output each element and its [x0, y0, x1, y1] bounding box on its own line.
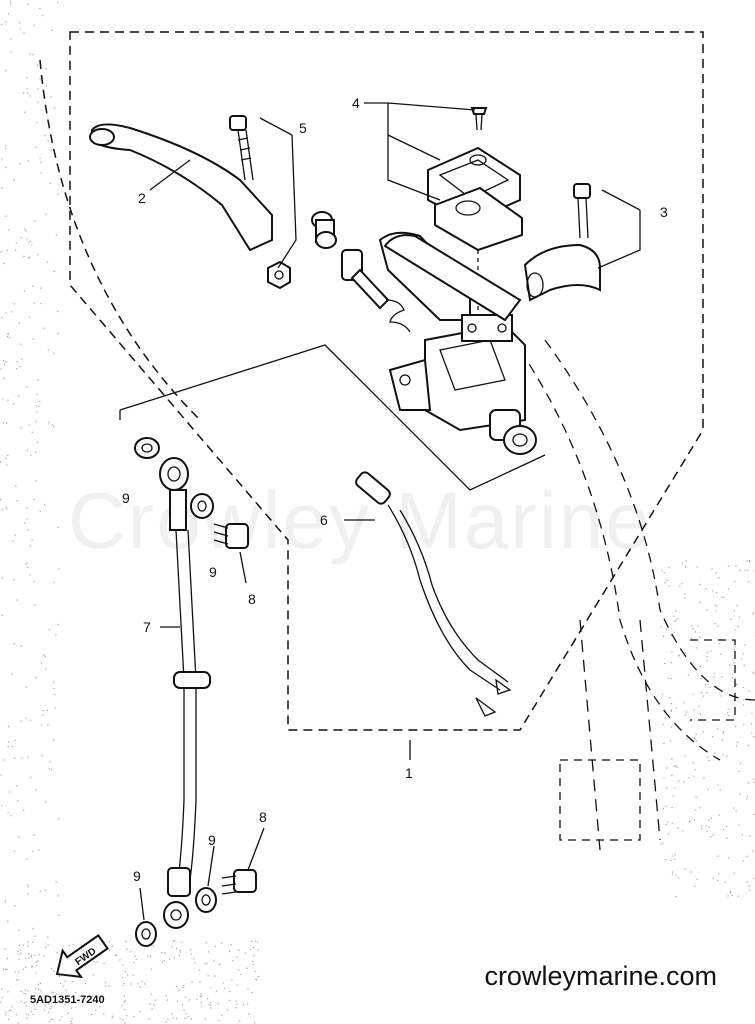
- brake-switch: [355, 471, 512, 717]
- callout-9-c: 9: [133, 868, 141, 884]
- handlebar-outline: [39, 59, 755, 851]
- callout-8-upper: 8: [248, 591, 256, 607]
- callout-9-a: 9: [122, 490, 130, 506]
- lever-bolt: [229, 115, 254, 181]
- union-bolt-upper: [213, 523, 249, 549]
- union-bolt-lower: [221, 869, 257, 895]
- callout-2: 2: [138, 190, 146, 206]
- callout-1: 1: [405, 765, 413, 781]
- reservoir-cap: [427, 107, 523, 315]
- callout-6: 6: [320, 512, 328, 528]
- brake-lever: [89, 123, 273, 252]
- washers: [134, 437, 217, 947]
- handlebar-tube: [383, 234, 522, 322]
- brake-hose: [159, 457, 211, 929]
- leader-lines: [119, 102, 641, 921]
- website-link[interactable]: crowleymarine.com: [484, 961, 717, 991]
- drawing-number: 5AD1351-7240: [30, 994, 105, 1006]
- lever-nut: [267, 260, 291, 290]
- fwd-arrow: FWD: [55, 933, 109, 979]
- callout-8-lower: 8: [259, 809, 267, 825]
- callout-7: 7: [143, 619, 151, 635]
- callout-4: 4: [352, 95, 360, 111]
- callout-9-d: 9: [208, 832, 216, 848]
- callout-9-b: 9: [209, 564, 217, 580]
- callout-3: 3: [660, 204, 668, 220]
- piston-kit: [311, 211, 411, 333]
- handlebar-clamp: [523, 183, 601, 302]
- callout-5: 5: [299, 120, 307, 136]
